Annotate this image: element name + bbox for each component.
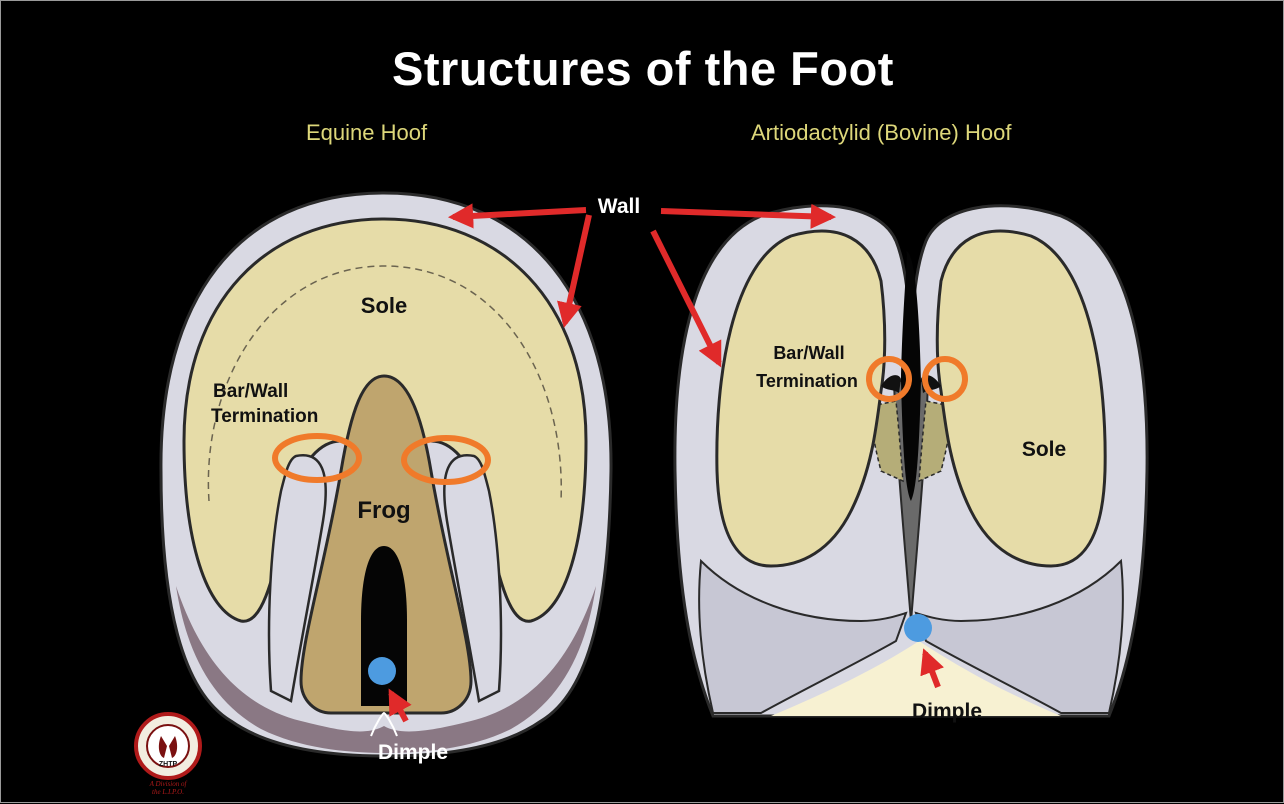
logo-caption-line1: A Division of (149, 780, 188, 788)
bovine-dimple-dot (904, 614, 932, 642)
equine-sole-label: Sole (361, 293, 407, 318)
bovine-hoof (675, 206, 1147, 716)
logo-caption-line2: the L.I.P.O. (152, 788, 184, 796)
bovine-dimple-label: Dimple (912, 700, 982, 723)
logo-center-text: ZHTP (159, 761, 178, 768)
equine-bar-wall-label-line2: Termination (211, 406, 318, 427)
equine-dimple-label: Dimple (378, 741, 448, 764)
bovine-bar-wall-label-line2: Termination (756, 371, 858, 391)
equine-dimple-dot (368, 657, 396, 685)
equine-frog-label: Frog (357, 497, 410, 524)
zhtp-logo: ZHTP A Division of the L.I.P.O. (136, 714, 200, 796)
equine-bar-wall-label-line1: Bar/Wall (213, 381, 288, 402)
wall-label: Wall (598, 195, 640, 218)
bovine-sole-label: Sole (1022, 438, 1066, 461)
bovine-bar-wall-label-line1: Bar/Wall (773, 343, 844, 363)
equine-hoof (161, 193, 611, 756)
